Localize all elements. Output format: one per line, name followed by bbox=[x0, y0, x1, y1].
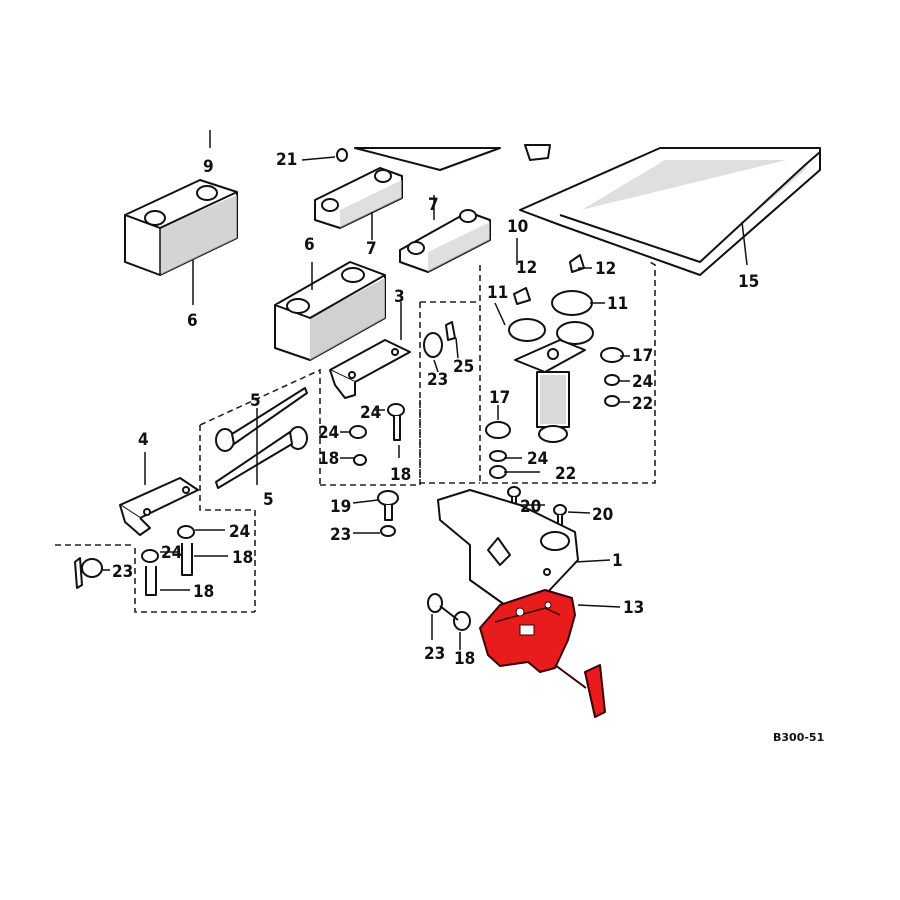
callout-11-right: 11 bbox=[607, 294, 628, 314]
callout-18-mid-right: 18 bbox=[390, 465, 411, 485]
callout-10: 10 bbox=[507, 217, 528, 237]
callout-12-left: 12 bbox=[516, 258, 537, 278]
washers-nuts bbox=[74, 148, 624, 631]
callout-24-bl-lower: 24 bbox=[161, 543, 182, 563]
callout-24-lower: 24 bbox=[527, 449, 548, 469]
part-6-block-middle bbox=[274, 261, 386, 361]
callout-19: 19 bbox=[330, 497, 351, 517]
callout-20-left: 20 bbox=[520, 497, 541, 517]
callout-24-mid-left: 24 bbox=[318, 423, 339, 443]
dashed-group-boxes bbox=[55, 261, 656, 613]
part-5-bolts bbox=[215, 387, 308, 489]
leader-lines bbox=[102, 130, 748, 650]
part-15-plate bbox=[519, 147, 821, 276]
callout-6-middle: 6 bbox=[304, 235, 315, 255]
callout-24-right: 24 bbox=[632, 372, 653, 392]
part-7-block-lower bbox=[399, 209, 491, 273]
part-13-ignition-switch-highlight bbox=[479, 589, 606, 718]
callout-21: 21 bbox=[276, 150, 297, 170]
callout-5-lower: 5 bbox=[263, 490, 274, 510]
callout-labels: 9 21 7 7 10 15 6 6 3 12 12 11 11 23 25 1… bbox=[112, 150, 759, 669]
callout-18-bl-right: 18 bbox=[232, 548, 253, 568]
callout-25: 25 bbox=[453, 357, 474, 377]
part-4-bracket bbox=[119, 477, 199, 536]
callout-13: 13 bbox=[623, 598, 644, 618]
callout-7-lower: 7 bbox=[428, 195, 439, 215]
callout-20-right: 20 bbox=[592, 505, 613, 525]
top-strips bbox=[354, 144, 551, 171]
part-1-bracket bbox=[437, 489, 579, 606]
callout-24-bl-upper: 24 bbox=[229, 522, 250, 542]
callout-1: 1 bbox=[612, 551, 623, 571]
callout-23-far-left: 23 bbox=[112, 562, 133, 582]
part-3-bracket bbox=[329, 339, 411, 399]
part-10-damper-assembly bbox=[508, 254, 594, 443]
callout-22-lower: 22 bbox=[555, 464, 576, 484]
callout-23-b: 23 bbox=[330, 525, 351, 545]
callout-6-left: 6 bbox=[187, 311, 198, 331]
callout-18-bottom: 18 bbox=[454, 649, 475, 669]
callout-24-mid: 24 bbox=[360, 403, 381, 423]
callout-5-upper: 5 bbox=[250, 391, 261, 411]
callout-18-bl-bottom: 18 bbox=[193, 582, 214, 602]
callout-18-mid-left: 18 bbox=[318, 449, 339, 469]
diagram-code: B300-51 bbox=[773, 731, 824, 744]
part-6-block-left bbox=[124, 179, 238, 276]
callout-11-left: 11 bbox=[487, 283, 508, 303]
callout-23-a: 23 bbox=[427, 370, 448, 390]
part-7-block-upper bbox=[314, 167, 403, 229]
callout-17-left: 17 bbox=[489, 388, 510, 408]
callout-15: 15 bbox=[738, 272, 759, 292]
callout-4: 4 bbox=[138, 430, 149, 450]
callout-22-right: 22 bbox=[632, 394, 653, 414]
callout-7-upper: 7 bbox=[366, 239, 377, 259]
callout-17-right: 17 bbox=[632, 346, 653, 366]
callout-9: 9 bbox=[203, 157, 214, 177]
callout-12-right: 12 bbox=[595, 259, 616, 279]
callout-3: 3 bbox=[394, 287, 405, 307]
callout-23-bottom: 23 bbox=[424, 644, 445, 664]
